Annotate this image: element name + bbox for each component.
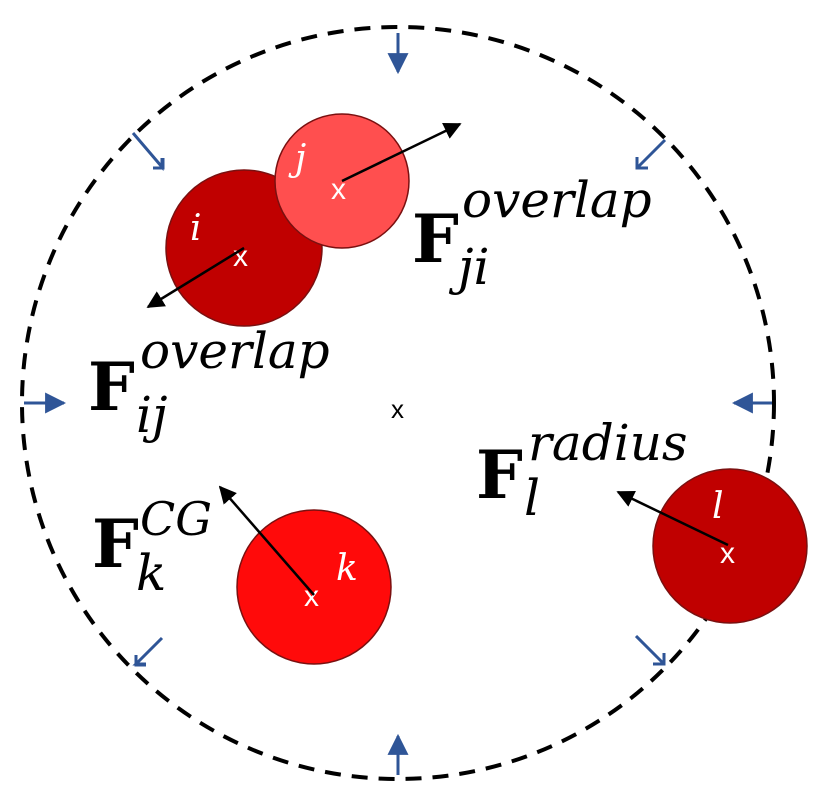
force-arrow-l: [616, 490, 729, 547]
particle-k: [236, 509, 392, 665]
svg-text:overlap: overlap: [140, 322, 330, 380]
force-arrow-ji: [341, 122, 462, 183]
particle-center-l: x: [720, 537, 735, 570]
particle-center-j: x: [331, 173, 346, 206]
diagonal-arrow-heads: [134, 157, 666, 667]
svg-text:radius: radius: [528, 414, 688, 472]
force-arrow-ij: [146, 246, 245, 309]
svg-text:k: k: [136, 544, 166, 602]
svg-text:l: l: [524, 469, 540, 527]
force-arrows: [146, 122, 729, 596]
force-arrow-k: [218, 485, 315, 596]
inward-arrow-bottom-left: [132, 636, 164, 666]
boundary-circle: [20, 25, 776, 781]
inward-arrow-bottom-right: [634, 634, 666, 666]
inward-arrow-top-left: [131, 132, 164, 172]
svg-text:F: F: [412, 200, 459, 278]
svg-text:overlap: overlap: [462, 171, 652, 229]
svg-text:CG: CG: [140, 492, 212, 546]
svg-text:F: F: [88, 348, 135, 426]
svg-text:ij: ij: [136, 386, 168, 444]
svg-text:F: F: [92, 505, 139, 583]
particle-label-i: i: [190, 208, 202, 249]
particle-l: [652, 468, 808, 624]
force-label-k: F CG k: [92, 492, 212, 602]
force-label-ij: F overlap ij: [88, 322, 330, 444]
force-label-ji: F overlap ji: [412, 171, 652, 296]
domain-center-mark: x: [391, 394, 404, 424]
particle-center-i: x: [233, 240, 248, 273]
particle-label-k: k: [336, 548, 358, 589]
particle-label-l: l: [712, 486, 724, 527]
svg-text:F: F: [476, 436, 523, 514]
inward-arrow-top-right: [636, 138, 667, 169]
force-label-l: F radius l: [476, 414, 688, 527]
